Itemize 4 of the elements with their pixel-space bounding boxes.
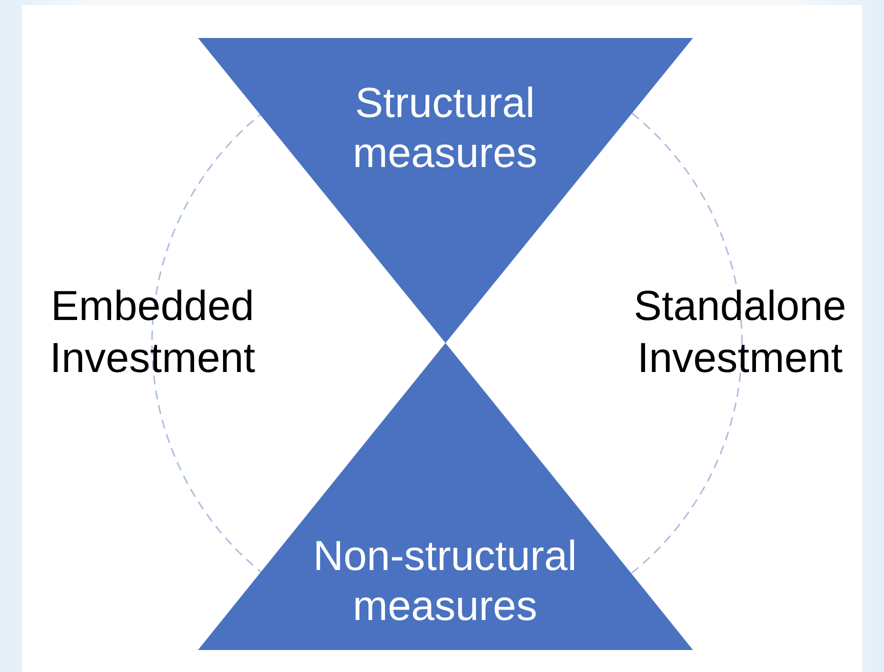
shape-label: Structural measures <box>352 78 538 178</box>
shape-label: Non-structural measures <box>312 531 578 631</box>
side-label: Embedded Investment <box>48 281 256 383</box>
side-label: Standalone Investment <box>632 281 848 383</box>
